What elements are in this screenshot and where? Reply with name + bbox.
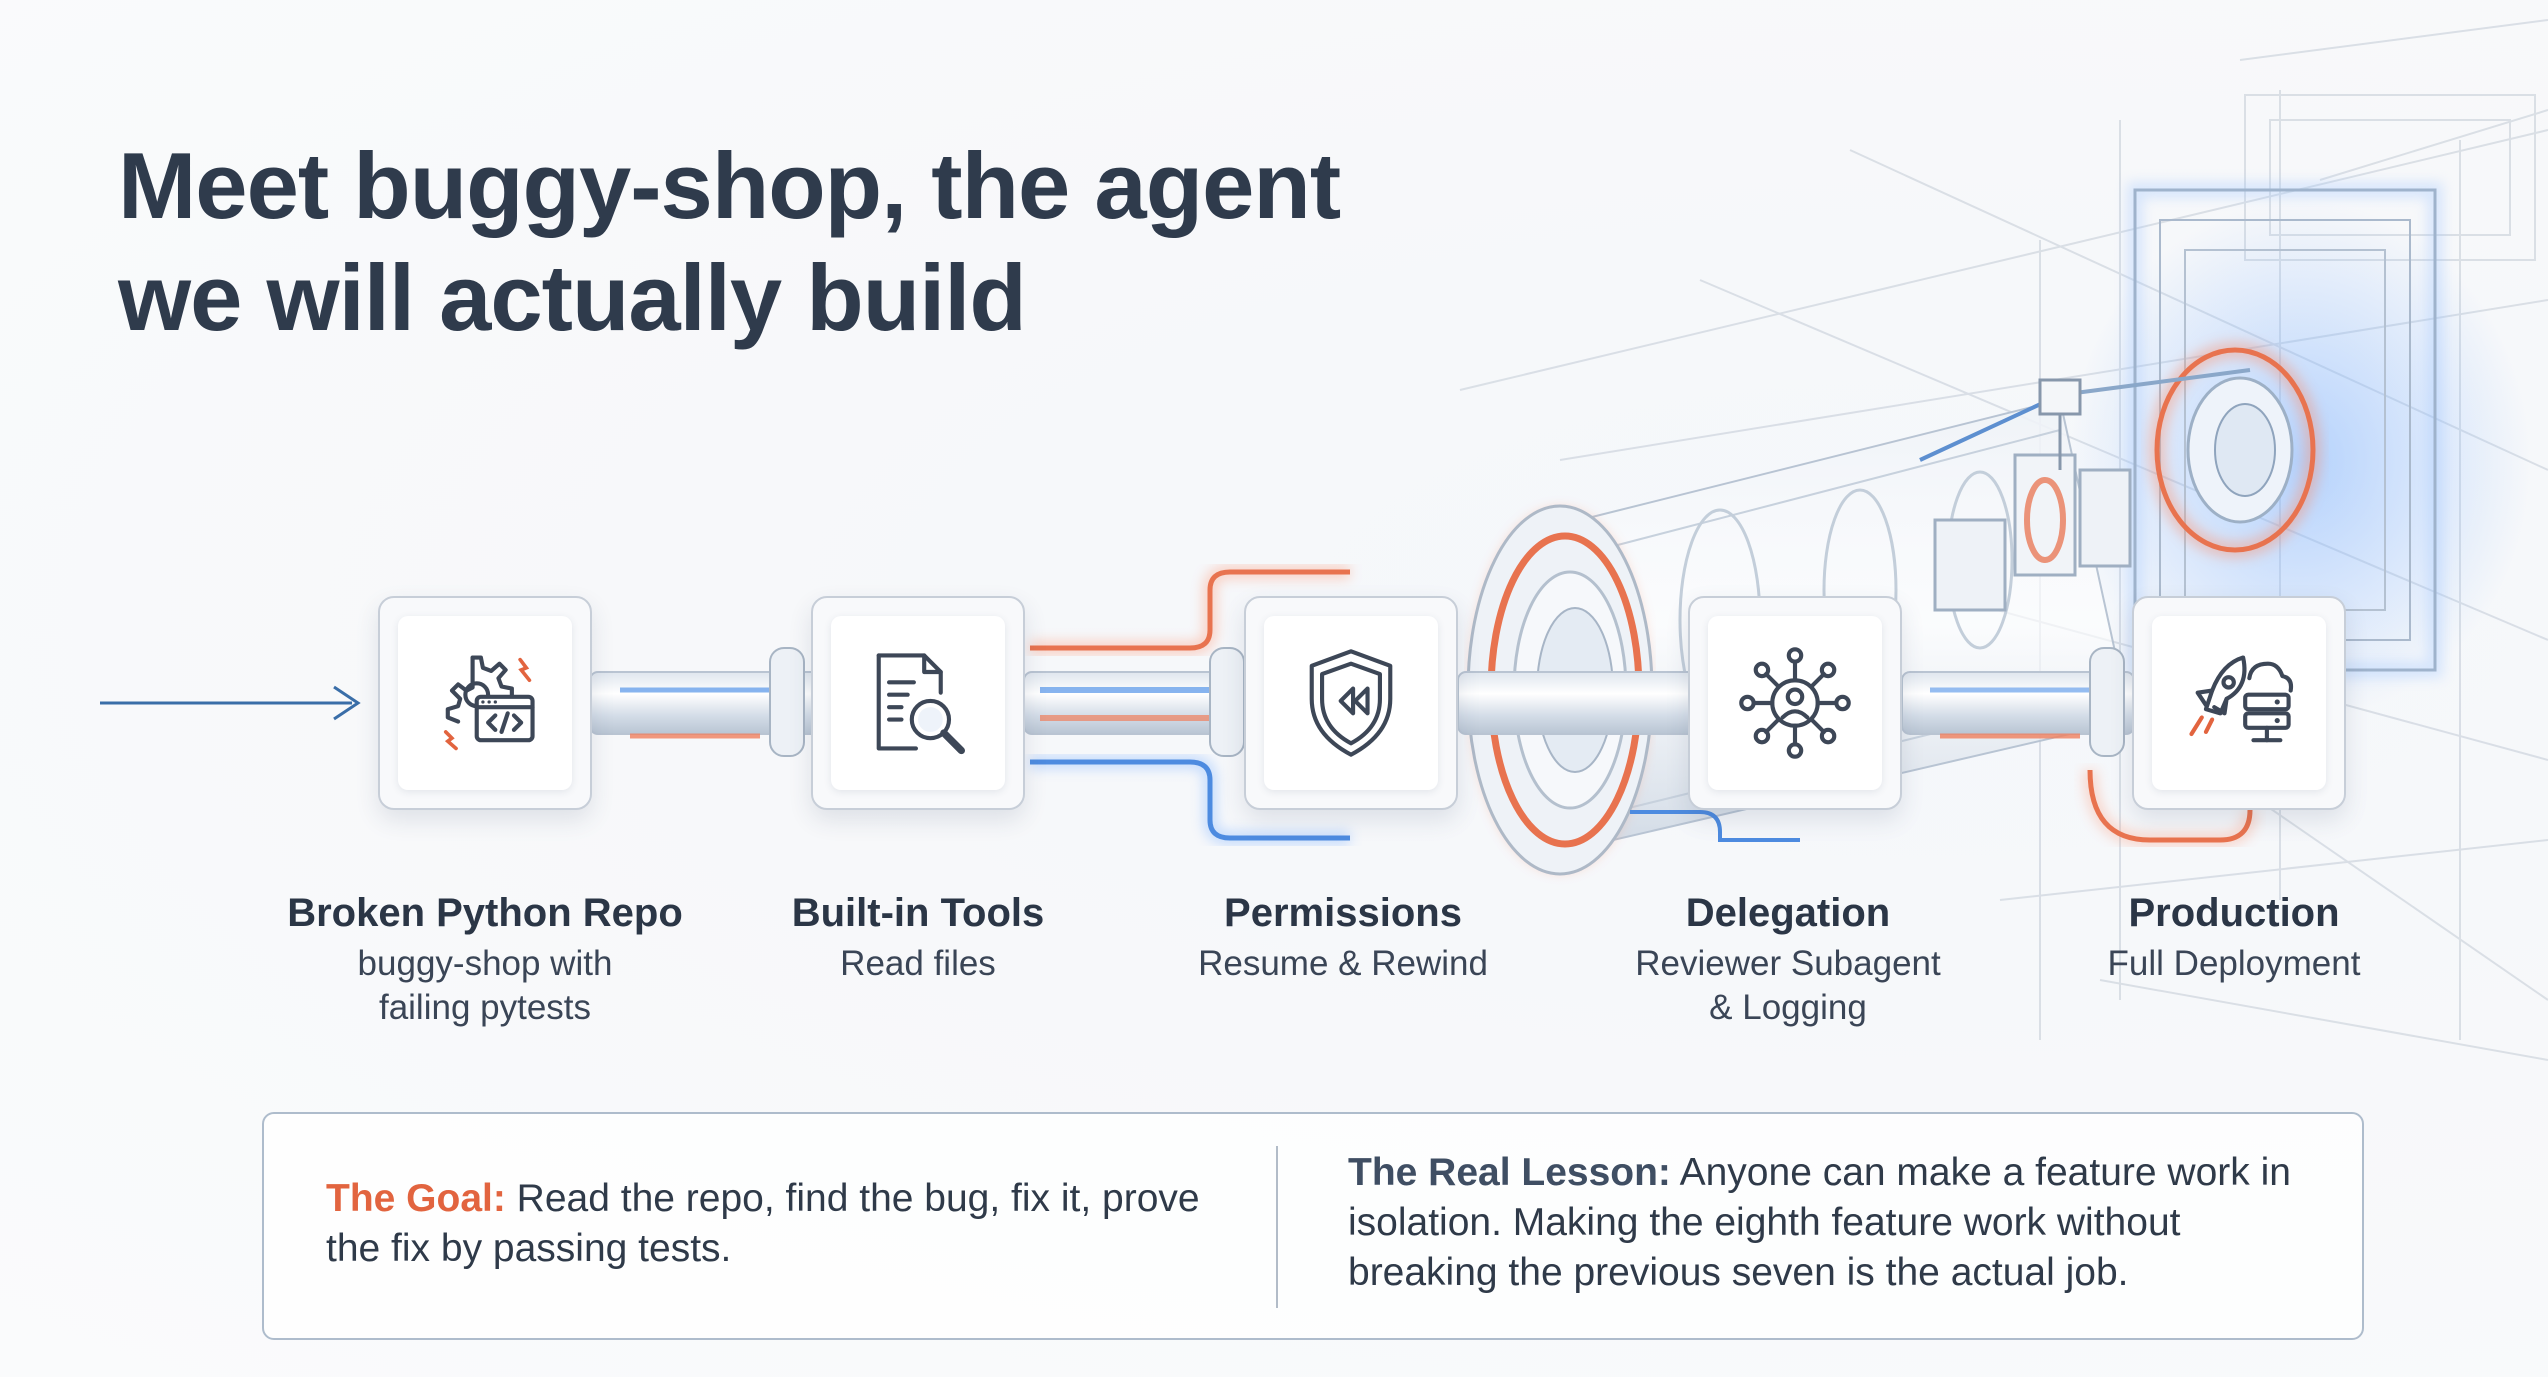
stage-title: Broken Python Repo: [287, 891, 683, 935]
stage-subtitle-line-1: buggy-shop with: [357, 944, 613, 983]
shield-rewind-icon: [1309, 649, 1393, 757]
summary-box: The Goal: Read the repo, find the bug, f…: [262, 1112, 2364, 1340]
title-line-1: Meet buggy-shop, the agent: [118, 133, 1341, 238]
entry-arrow: [100, 685, 361, 721]
stage-node-permissions: [1244, 596, 1458, 810]
document-search-icon: [876, 653, 966, 755]
stage-subtitle-line-1: Resume & Rewind: [1198, 944, 1488, 983]
stage-node-built-in-tools: [811, 596, 1025, 810]
stage-subtitle-line-1: Read files: [840, 944, 996, 983]
stage-node-broken-repo: [378, 596, 592, 810]
stage-title: Built-in Tools: [791, 891, 1045, 935]
goal-heading: The Goal:: [326, 1177, 506, 1220]
network-user-icon: [1739, 647, 1851, 759]
glowing-frame: [2070, 182, 2530, 720]
stage-node-delegation: [1688, 596, 1902, 810]
goal-statement: The Goal: Read the repo, find the bug, f…: [326, 1174, 1226, 1274]
stage-label-built-in-tools: Built-in Tools Read files: [708, 888, 1128, 986]
stage-title: Delegation: [1685, 891, 1891, 935]
stage-label-delegation: Delegation Reviewer Subagent & Logging: [1578, 888, 1998, 1030]
lesson-statement: The Real Lesson: Anyone can make a featu…: [1348, 1148, 2328, 1298]
stage-subtitle: Full Deployment: [2024, 942, 2444, 986]
stage-subtitle: Resume & Rewind: [1133, 942, 1553, 986]
stage-subtitle-line-2: & Logging: [1709, 988, 1867, 1027]
stage-label-broken-repo: Broken Python Repo buggy-shop with faili…: [275, 888, 695, 1030]
stage-subtitle-line-1: Full Deployment: [2107, 944, 2361, 983]
rocket-cloud-icon: [2189, 655, 2294, 743]
stage-subtitle: Read files: [708, 942, 1128, 986]
goal-text: Read the repo, find the bug, fix it, pro…: [326, 1177, 1200, 1270]
title-line-2: we will actually build: [118, 245, 1027, 350]
stage-node-production: [2132, 596, 2346, 810]
stage-label-permissions: Permissions Resume & Rewind: [1133, 888, 1553, 986]
summary-divider: [1276, 1146, 1278, 1308]
stage-title: Permissions: [1224, 891, 1462, 935]
lesson-text: Anyone can make a feature work in isolat…: [1348, 1151, 2291, 1294]
stage-title: Production: [2128, 891, 2340, 935]
stage-subtitle-line-1: Reviewer Subagent: [1635, 944, 1941, 983]
stage-subtitle: Reviewer Subagent & Logging: [1578, 942, 1998, 1030]
gear-code-icon: [443, 655, 535, 751]
stage-label-production: Production Full Deployment: [2024, 888, 2444, 986]
page-title: Meet buggy-shop, the agent we will actua…: [118, 130, 1498, 354]
connector-pipes: [589, 565, 2257, 847]
lesson-heading: The Real Lesson:: [1348, 1151, 1671, 1194]
stage-subtitle: buggy-shop with failing pytests: [275, 942, 695, 1030]
stage-subtitle-line-2: failing pytests: [378, 988, 592, 1027]
